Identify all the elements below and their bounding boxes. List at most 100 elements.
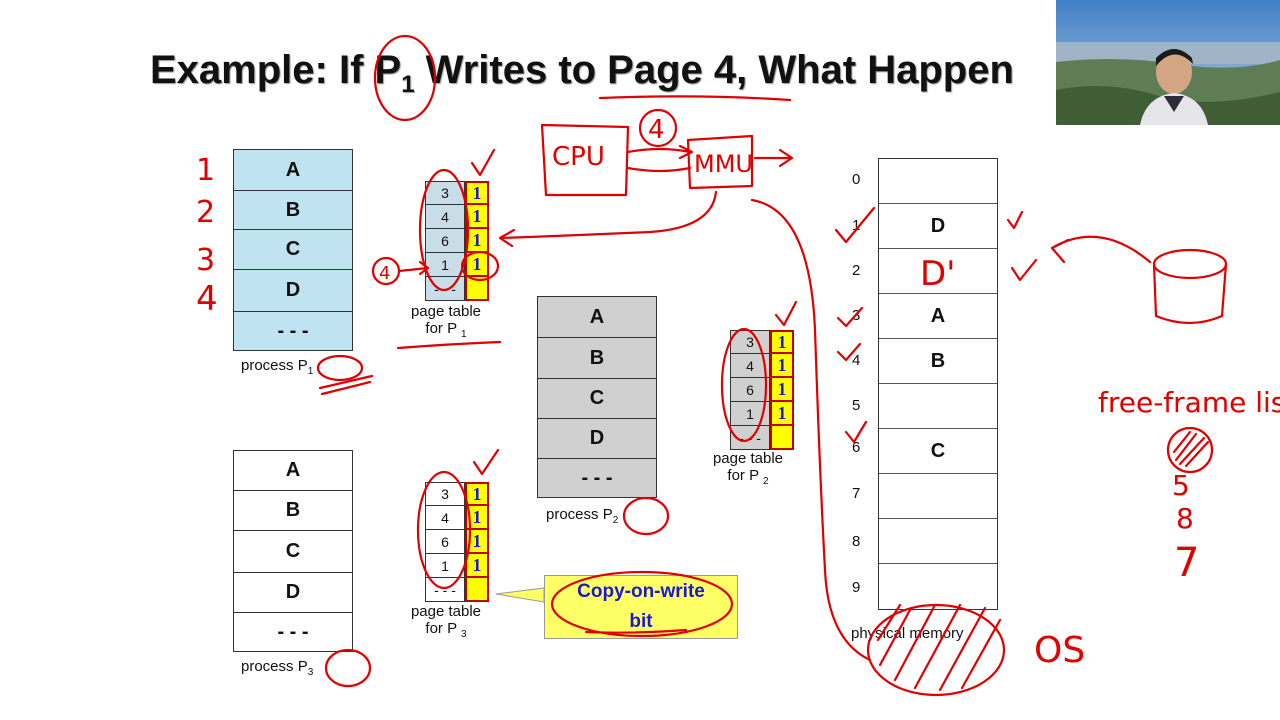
page-cell: C [234,531,352,573]
arrow [1050,235,1152,264]
memory-frame [879,384,997,429]
frame-number: - - - [425,578,465,602]
check-mark [1006,210,1024,230]
memory-frame: C [879,429,997,474]
frame-number-label: 8 [852,533,861,550]
frame-number: 6 [425,530,465,554]
page-cell: B [538,338,656,379]
frame-number-label: 2 [852,262,861,279]
memory-frame [879,474,997,519]
frame-number: - - - [425,277,465,301]
arrow [626,144,694,160]
free-frame-list-label: free-frame list [1098,386,1280,419]
cow-bit: 1 [465,205,489,229]
page-cell: A [234,150,352,191]
memory-frame: D [879,204,997,249]
cow-bit [465,277,489,301]
page-cell: D [538,419,656,459]
cow-bit [465,578,489,602]
frame-number: 4 [730,354,770,378]
cpu-box [540,123,630,197]
circle-mark [638,108,678,148]
mmu-box [686,134,754,190]
cow-bit: 1 [770,330,794,354]
free-frame: 8 [1176,502,1194,535]
memory-frame [879,159,997,204]
os-label: OS [1034,630,1085,671]
copy-on-write-callout: Copy-on-write bit [544,575,738,639]
callout-line2: bit [629,611,653,632]
memory-frame: A [879,294,997,339]
frame-number-label: 6 [852,439,861,456]
frame-number-label: 4 [852,352,861,369]
check-mark [774,300,798,327]
frame-number-label: 5 [852,397,861,414]
cow-bit: 1 [465,554,489,578]
cow-bit: 1 [770,354,794,378]
circle-mark [866,603,1006,697]
physical-memory-caption: physical memory [851,625,964,642]
page-cell: B [234,191,352,230]
frame-number: 1 [425,253,465,277]
frame-number-label: 0 [852,171,861,188]
page-cell: - - - [277,620,309,643]
circle-mark [1166,426,1214,474]
memory-frame [879,249,997,294]
page-cell: A [234,451,352,491]
process-p1-caption: process P1 [241,357,314,377]
page-number: 4 [379,263,390,284]
page-cell: - - - [581,466,613,489]
disk-icon [1152,248,1228,280]
cow-bit: 1 [465,506,489,530]
callout-line1: Copy-on-write [577,581,705,602]
frame-number: 1 [425,554,465,578]
cow-bit: 1 [465,181,489,205]
circle-mark [324,648,372,688]
cow-bit: 1 [465,530,489,554]
frame-number-label: 1 [852,217,861,234]
frame-number: 3 [730,330,770,354]
check-mark [1010,258,1038,282]
process-p2-pages: A B C D - - - [537,296,657,498]
arrow [753,148,794,168]
page-cell: C [234,230,352,270]
check-mark [470,148,496,177]
frame-number: 3 [425,482,465,506]
check-mark [472,448,500,476]
process-p2-caption: process P2 [546,506,619,526]
page-cell: - - - [277,319,309,342]
process-p3-caption: process P3 [241,658,314,678]
frame-number-label: 3 [852,307,861,324]
circle-mark [371,256,401,286]
mmu-label: MMU [694,150,753,178]
circle-mark [316,354,364,382]
webcam-overlay [1056,0,1280,125]
circle-mark [622,496,670,536]
cpu-label: CPU [552,142,605,172]
memory-frame [879,564,997,609]
process-p3-pages: A B C D - - - [233,450,353,652]
memory-frame: B [879,339,997,384]
page-cell: A [538,297,656,338]
free-frame: 7 [1174,540,1199,586]
cow-bit: 1 [465,253,489,277]
physical-memory: D A B C [878,158,998,610]
row-number: 1 [196,153,215,188]
frame-number-label: 9 [852,579,861,596]
cow-bit [770,426,794,450]
frame-number: 3 [425,181,465,205]
arrow [498,190,718,248]
row-number: 4 [196,279,218,319]
page-cell: C [538,379,656,419]
row-number: 3 [196,243,215,278]
page-cell: D [234,270,352,312]
free-frame: 5 [1172,469,1190,502]
page-cell: D [234,573,352,613]
cow-bit: 1 [465,482,489,506]
